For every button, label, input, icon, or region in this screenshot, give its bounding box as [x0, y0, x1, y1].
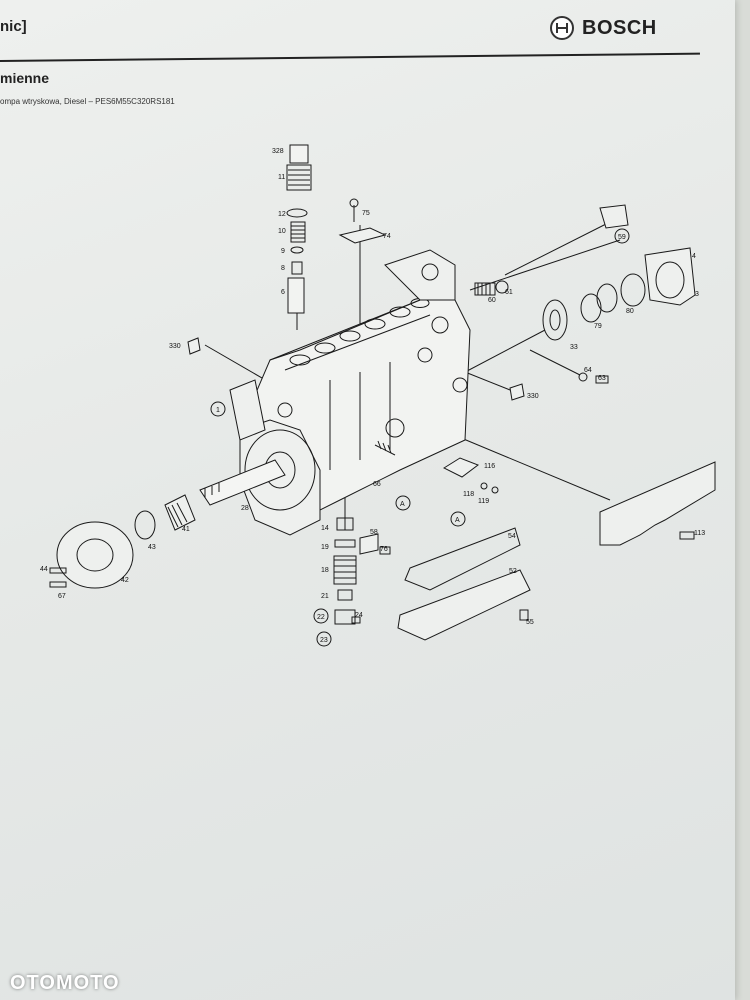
section-subtitle: ompa wtryskowa, Diesel – PES6M55C320RS18… [0, 97, 175, 106]
part-number-42: 42 [121, 577, 129, 584]
callout-a-lower: A [455, 517, 460, 524]
header-label: nic] [0, 18, 27, 35]
part-number-6: 6 [281, 289, 285, 296]
part-number-10: 10 [278, 228, 286, 235]
part-number-113: 113 [694, 530, 705, 537]
part-number-66: 66 [373, 481, 381, 488]
part-number-116: 116 [484, 463, 495, 470]
camshaft [199, 459, 286, 506]
inspection-cover [397, 569, 531, 641]
part-number-74: 74 [383, 233, 391, 240]
part-number-119: 119 [478, 498, 489, 505]
part-number-76: 76 [380, 546, 388, 553]
part-number-14: 14 [321, 525, 329, 532]
part-number-328: 328 [272, 148, 284, 155]
leader-line [529, 349, 581, 376]
part-number-23: 23 [320, 637, 328, 644]
part-number-64: 64 [584, 367, 592, 374]
part-number-33: 33 [570, 344, 578, 351]
bearing [542, 299, 568, 341]
gasket [404, 527, 521, 591]
part-number-54: 54 [508, 533, 516, 540]
part-number-61: 61 [505, 289, 513, 296]
part-number-118: 118 [463, 491, 474, 498]
part-number-1: 1 [216, 407, 220, 414]
part-number-67: 67 [58, 593, 66, 600]
part-number-59: 59 [618, 234, 626, 241]
part-number-4: 4 [692, 253, 696, 260]
part-number-8: 8 [281, 265, 285, 272]
part-number-330-left: 330 [169, 343, 181, 350]
callout-a-upper: A [400, 501, 405, 508]
otomoto-watermark: OTOMOTO [10, 972, 120, 994]
part-number-44: 44 [40, 566, 48, 573]
part-number-9: 9 [281, 248, 285, 255]
part-number-63: 63 [598, 375, 606, 382]
part-number-22: 22 [317, 614, 325, 621]
drive-coupling [56, 521, 134, 589]
brand: BOSCH [550, 16, 657, 40]
part-number-52: 52 [509, 568, 517, 575]
side-plate [599, 461, 716, 546]
brand-name: BOSCH [582, 16, 657, 39]
part-number-18: 18 [321, 567, 329, 574]
part-number-12: 12 [278, 211, 286, 218]
part-number-19: 19 [321, 544, 329, 551]
part-number-79: 79 [594, 323, 602, 330]
part-number-11: 11 [278, 174, 285, 181]
part-number-43: 43 [148, 544, 156, 551]
leader-line [469, 239, 621, 291]
part-number-75: 75 [362, 210, 370, 217]
needle-bearing [164, 494, 196, 531]
part-number-3: 3 [695, 291, 699, 298]
part-number-60: 60 [488, 297, 496, 304]
part-number-58: 58 [370, 529, 378, 536]
part-number-24: 24 [355, 612, 363, 619]
section-title: mienne [0, 70, 50, 86]
part-number-41: 41 [182, 526, 190, 533]
part-number-330-right: 330 [527, 393, 539, 400]
part-number-55: 55 [526, 619, 534, 626]
part-number-21: 21 [321, 593, 329, 600]
part-number-80: 80 [626, 308, 634, 315]
part-number-28: 28 [241, 505, 249, 512]
bosch-logo-icon [550, 16, 574, 40]
